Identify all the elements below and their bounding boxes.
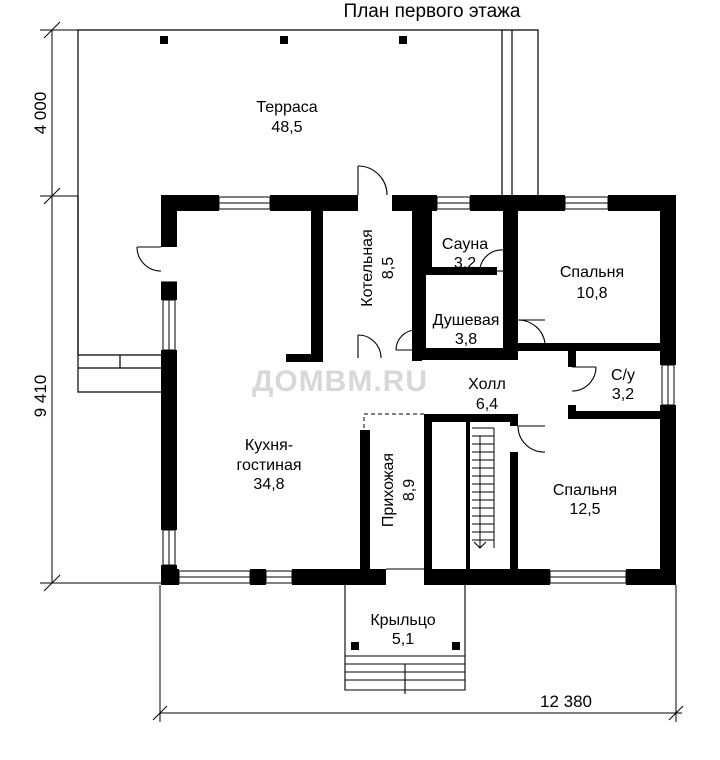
dim-house-width: 12 380 bbox=[540, 692, 592, 711]
porch bbox=[344, 585, 466, 694]
windows bbox=[162, 196, 675, 584]
dimension-lines bbox=[40, 21, 684, 722]
bedroom1-name: Спальня bbox=[560, 264, 624, 281]
dimension-labels: 4 000 9 410 12 380 bbox=[31, 92, 592, 711]
plan-title: План первого этажа bbox=[344, 1, 521, 22]
porch-name: Крыльцо bbox=[370, 612, 435, 629]
bedroom2-name: Спальня bbox=[553, 482, 617, 499]
sauna-area: 3,2 bbox=[454, 255, 476, 272]
wc-area: 3,2 bbox=[612, 386, 634, 403]
doors bbox=[136, 165, 597, 570]
interior-walls bbox=[286, 211, 660, 569]
sauna-name: Сауна bbox=[442, 236, 488, 253]
entrance-name: Прихожая bbox=[380, 453, 397, 527]
terrace-posts bbox=[160, 36, 407, 44]
hall-area: 6,4 bbox=[476, 396, 498, 413]
porch-area: 5,1 bbox=[392, 631, 414, 648]
kitchen-area: 34,8 bbox=[253, 476, 284, 493]
entrance-area: 8,9 bbox=[401, 479, 418, 501]
terrace-outline bbox=[77, 29, 539, 393]
terrace-name: Терраса bbox=[256, 99, 317, 116]
kitchen-name-line1: Кухня- bbox=[245, 437, 293, 454]
porch-posts bbox=[351, 642, 460, 650]
hall-name: Холл bbox=[468, 376, 506, 393]
dim-house-depth: 9 410 bbox=[31, 375, 50, 418]
boiler-name: Котельная bbox=[359, 229, 376, 306]
wc-name: С/у bbox=[611, 367, 635, 384]
shower-area: 3,8 bbox=[455, 331, 477, 348]
staircase bbox=[472, 427, 495, 549]
kitchen-name-line2: гостиная bbox=[236, 457, 301, 474]
bedroom2-area: 12,5 bbox=[569, 501, 600, 518]
dim-terrace-depth: 4 000 bbox=[31, 92, 50, 135]
shower-name: Душевая bbox=[433, 312, 500, 329]
dashed-line bbox=[363, 413, 424, 435]
room-labels: Терраса 48,5 Котельная 8,5 Сауна 3,2 Душ… bbox=[236, 99, 635, 648]
watermark: ДОМВМ.RU bbox=[252, 365, 428, 398]
exterior-walls bbox=[161, 195, 676, 585]
boiler-area: 8,5 bbox=[380, 257, 397, 279]
bedroom1-area: 10,8 bbox=[576, 285, 607, 302]
terrace-area: 48,5 bbox=[271, 119, 302, 136]
